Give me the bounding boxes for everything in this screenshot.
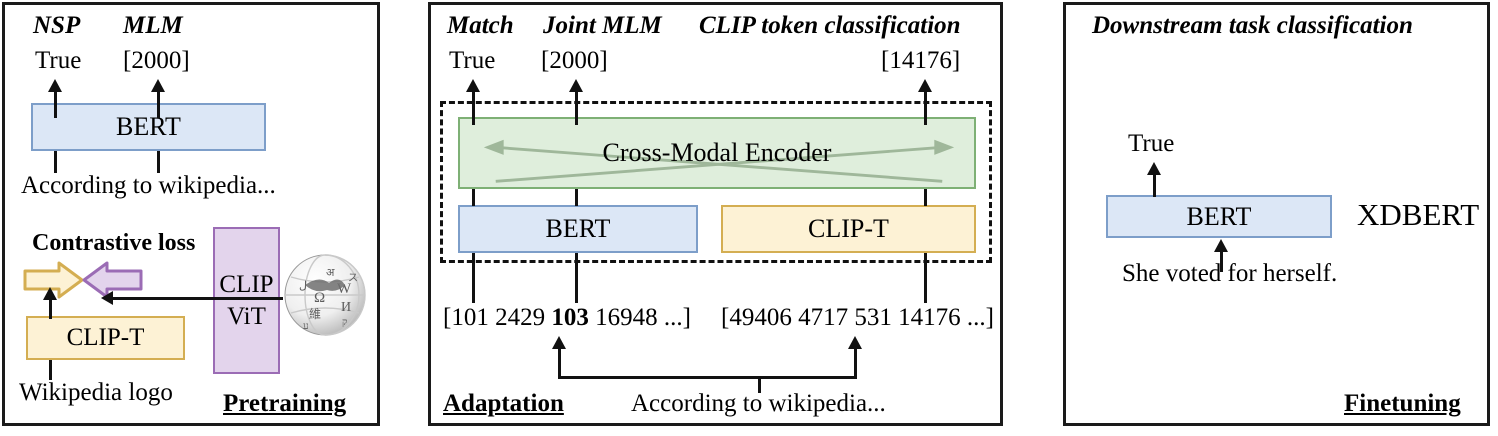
label-match: Match	[447, 12, 514, 39]
svg-text:अ: अ	[326, 267, 335, 279]
clipt-box-label: CLIP-T	[66, 324, 145, 351]
stage-label-pretraining: Pretraining	[223, 390, 347, 417]
arrow-shaft-match	[472, 90, 475, 125]
bert-box-label-adaptation: BERT	[545, 214, 611, 243]
arrow-head-clip-token-icon	[918, 79, 932, 92]
bert-box-label: BERT	[116, 112, 181, 141]
token-sequence-clip: [49406 4717 531 14176 ...]	[721, 304, 994, 331]
encoder-bert-link-2	[575, 189, 578, 206]
stage-label-adaptation: Adaptation	[443, 390, 564, 417]
bracket-right-arrow-head-icon	[848, 336, 862, 349]
pretraining-image-caption: Wikipedia logo	[19, 379, 173, 406]
token-sequence-bert-prefix: [101 2429	[443, 304, 552, 331]
panel-pretraining: NSP MLM True [2000] BERT According to wi…	[2, 2, 380, 426]
svg-text:ע: ע	[303, 321, 309, 332]
purple-left-fat-arrow-icon	[82, 261, 143, 299]
bracket-left-shaft	[558, 347, 561, 379]
label-mlm: MLM	[123, 12, 183, 39]
label-clip-token-classification: CLIP token classification	[699, 12, 961, 39]
clipvit-to-loss-arrow-head-icon	[101, 291, 113, 305]
clipt-box-label-adaptation: CLIP-T	[808, 214, 889, 243]
clipt-box-adaptation: CLIP-T	[721, 205, 976, 253]
cross-modal-encoder-box: Cross-Modal Encoder	[458, 117, 976, 189]
arrow-head-match-icon	[466, 79, 480, 92]
arrow-head-mlm-icon	[151, 79, 165, 92]
value-mlm: [2000]	[123, 47, 190, 74]
clipvit-box: CLIP ViT	[213, 227, 280, 374]
label-contrastive-loss: Contrastive loss	[32, 230, 196, 256]
finetuning-input-arrow-head-icon	[1214, 239, 1228, 252]
token-shaft-bert-1	[472, 253, 475, 303]
bert-box-finetuning: BERT	[1106, 195, 1332, 238]
value-nsp: True	[35, 47, 82, 74]
token-sequence-bert: [101 2429 103 16948 ...]	[443, 305, 691, 330]
label-nsp: NSP	[33, 12, 81, 39]
value-match: True	[449, 47, 496, 74]
token-shaft-clipt	[924, 253, 927, 303]
arrow-shaft-joint-mlm	[575, 90, 578, 125]
panel-finetuning: Downstream task classification True BERT…	[1063, 2, 1490, 426]
finetuning-title: Downstream task classification	[1092, 12, 1413, 39]
svg-text:ス: ス	[348, 273, 358, 284]
finetuning-output-arrow-head-icon	[1147, 162, 1161, 175]
encoder-clipt-link	[924, 189, 927, 206]
yellow-right-fat-arrow-icon	[23, 261, 84, 299]
arrow-shaft-nsp	[54, 90, 57, 118]
clipt-up-shaft	[49, 297, 52, 319]
bracket-right-shaft	[854, 347, 857, 379]
cross-modal-encoder-label: Cross-Modal Encoder	[602, 138, 832, 167]
token-shaft-bert-2	[575, 253, 578, 303]
svg-text:И: И	[341, 300, 351, 315]
clipvit-box-label-line2: ViT	[227, 302, 266, 330]
arrow-head-nsp-icon	[48, 79, 62, 92]
svg-text:維: 維	[309, 307, 321, 321]
token-sequence-bert-suffix: 16948 ...]	[588, 304, 691, 331]
finetuning-input-shaft	[1220, 250, 1223, 272]
value-joint-mlm: [2000]	[541, 47, 608, 74]
token-sequence-bert-masked: 103	[551, 304, 589, 331]
bracket-crossbar	[558, 376, 857, 379]
svg-text:ק: ק	[342, 317, 347, 328]
bracket-stem	[758, 376, 761, 393]
finetuning-output-shaft	[1153, 173, 1156, 197]
value-clip-token: [14176]	[881, 47, 961, 74]
arrow-head-joint-mlm-icon	[569, 79, 583, 92]
clipt-input-shaft	[49, 360, 52, 380]
bert-box-label-finetuning: BERT	[1186, 201, 1252, 231]
bert-box-adaptation: BERT	[458, 205, 698, 253]
clipvit-box-label-line1: CLIP	[219, 270, 274, 298]
finetuning-output-value: True	[1128, 130, 1175, 157]
clipt-up-arrow-head-icon	[43, 287, 57, 300]
model-name-xdbert: XDBERT	[1357, 197, 1480, 232]
label-joint-mlm: Joint MLM	[543, 12, 662, 39]
finetuning-input-text: She voted for herself.	[1122, 260, 1338, 287]
clipt-box-pretraining: CLIP-T	[26, 316, 185, 360]
pretraining-input-text: According to wikipedia...	[21, 172, 276, 199]
svg-text:ل: ل	[299, 280, 307, 292]
bert-box-pretraining: BERT	[31, 103, 266, 151]
input-shaft-mlm	[157, 151, 160, 173]
clipvit-to-loss-line	[113, 297, 283, 300]
adaptation-input-text: According to wikipedia...	[631, 390, 886, 417]
svg-text:Ω: Ω	[314, 290, 325, 306]
panel-adaptation: Match Joint MLM CLIP token classificatio…	[428, 2, 1003, 426]
arrow-shaft-clip-token	[924, 90, 927, 125]
encoder-bert-link-1	[472, 189, 475, 206]
wikipedia-globe-logo-icon: W И Ω 維 ل अ ス ע ק	[284, 254, 366, 336]
arrow-shaft-mlm	[157, 90, 160, 118]
stage-label-finetuning: Finetuning	[1344, 390, 1461, 417]
bracket-left-arrow-head-icon	[552, 336, 566, 349]
input-shaft-nsp	[54, 151, 57, 173]
cross-modal-exchange-arrows-icon	[483, 139, 955, 183]
adaptation-module-dashed-boundary	[440, 101, 992, 263]
